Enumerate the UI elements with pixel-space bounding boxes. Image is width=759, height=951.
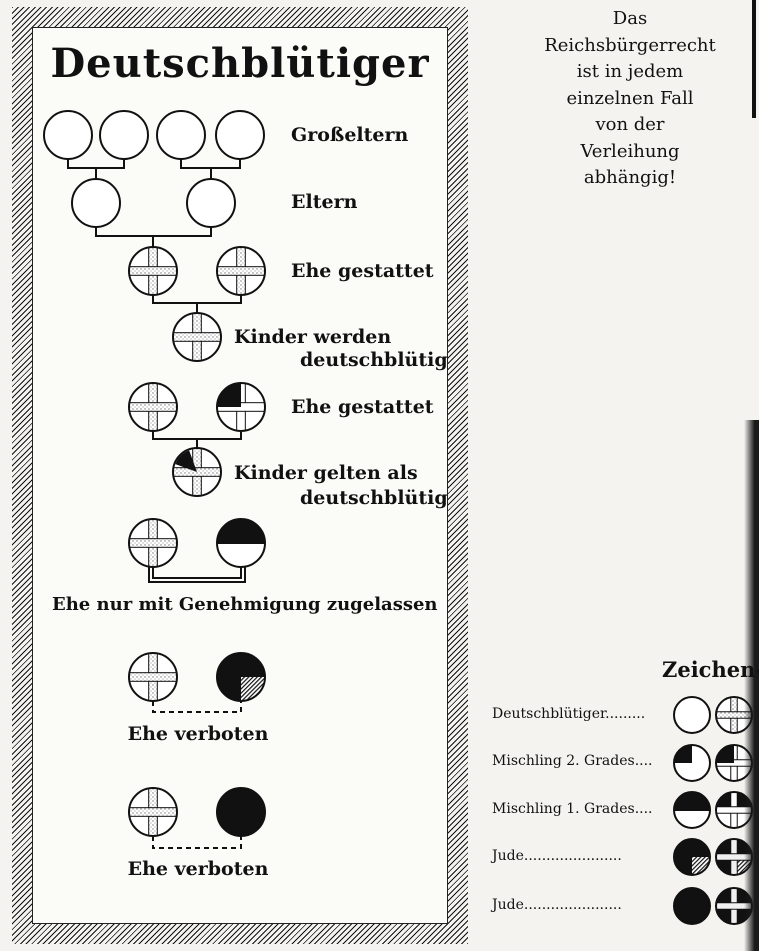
circle-grandparent [43, 110, 93, 160]
circle-deutschbluetiger [128, 652, 178, 702]
label-eltern: Eltern [291, 191, 358, 213]
legend-label: Mischling 1. Grades [492, 801, 635, 817]
circle-jude [216, 787, 266, 837]
connector-marriage-1 [152, 295, 242, 314]
note-line: Verleihung [580, 140, 680, 162]
label-kinder-werden-1: Kinder werden [234, 326, 392, 348]
legend-row-jude-1: Jude...................... [492, 848, 622, 864]
legend-label: Jude [492, 848, 524, 864]
circle-mischling-1 [216, 518, 266, 568]
connector-grandparents-left [67, 159, 125, 180]
connector-genehmigung-outer [148, 567, 246, 583]
label-grosseltern: Großeltern [291, 124, 409, 146]
circle-grandparent [215, 110, 265, 160]
legend-label: Mischling 2. Grades [492, 753, 635, 769]
chart-panel [32, 27, 448, 924]
circle-child-deutschbluetig [172, 312, 222, 362]
label-ehe-genehmigung: Ehe nur mit Genehmigung zugelassen [52, 594, 438, 615]
legend-title: Zeichen- [662, 657, 759, 682]
page-edge-line [752, 0, 756, 118]
legend-row-jude-2: Jude...................... [492, 897, 622, 913]
label-kinder-gelten-2: deutschblütig [300, 487, 448, 509]
circle-deutschbluetiger [216, 246, 266, 296]
note-line: ist in jedem [576, 61, 684, 82]
circle-mischling-2 [216, 382, 266, 432]
circle-deutschbluetiger [128, 787, 178, 837]
legend-row-mischling-2: Mischling 2. Grades.... [492, 753, 653, 769]
legend-dots: ...................... [523, 897, 622, 913]
legend-row-deutschbluetiger: Deutschblütiger......... [492, 706, 645, 722]
legend-symbol [673, 887, 711, 925]
label-ehe-gestattet-2: Ehe gestattet [291, 396, 434, 418]
circle-deutschbluetiger [128, 518, 178, 568]
legend-symbol-cross [715, 744, 753, 782]
legend-dots: .... [634, 801, 653, 817]
legend-dots: .... [634, 753, 653, 769]
label-ehe-verboten-1: Ehe verboten [127, 723, 269, 745]
page-edge-shadow [744, 420, 759, 951]
note-line: einzelnen Fall [566, 87, 694, 109]
note-line: Das [612, 8, 648, 29]
circle-parent [71, 178, 121, 228]
legend-symbol-cross [715, 838, 753, 876]
circle-grandparent [99, 110, 149, 160]
page-title: Deutschblütiger [50, 40, 430, 87]
circle-jude [216, 652, 266, 702]
legend-dots: ......... [605, 706, 646, 722]
connector-verboten-2 [152, 836, 242, 849]
label-ehe-verboten-2: Ehe verboten [127, 858, 269, 880]
legend-symbol-cross [715, 887, 753, 925]
note-line: abhängig! [583, 167, 677, 188]
legend-row-mischling-1: Mischling 1. Grades.... [492, 801, 653, 817]
circle-parent [186, 178, 236, 228]
connector-marriage-2 [152, 431, 242, 449]
legend-label: Deutschblütiger [492, 706, 606, 722]
note-line: von der [595, 114, 665, 135]
label-kinder-werden-2: deutschblütig [300, 349, 448, 371]
label-ehe-gestattet-1: Ehe gestattet [291, 260, 434, 282]
label-kinder-gelten-1: Kinder gelten als [234, 462, 418, 484]
circle-deutschbluetiger [128, 382, 178, 432]
connector-verboten-1 [152, 701, 242, 713]
circle-grandparent [156, 110, 206, 160]
connector-grandparents-right [180, 159, 241, 180]
legend-dots: ...................... [523, 848, 622, 864]
legend-symbol [673, 696, 711, 734]
legend-label: Jude [492, 897, 524, 913]
legend-symbol [673, 838, 711, 876]
legend-symbol-cross [715, 791, 753, 829]
connector-parents [95, 227, 212, 248]
circle-deutschbluetiger [128, 246, 178, 296]
connector-genehmigung [152, 567, 242, 579]
legend-symbol [673, 744, 711, 782]
note-line: Reichsbürgerrecht [544, 34, 716, 56]
legend-symbol [673, 791, 711, 829]
citizenship-note: Das Reichsbürgerrecht ist in jedem einze… [520, 6, 740, 192]
